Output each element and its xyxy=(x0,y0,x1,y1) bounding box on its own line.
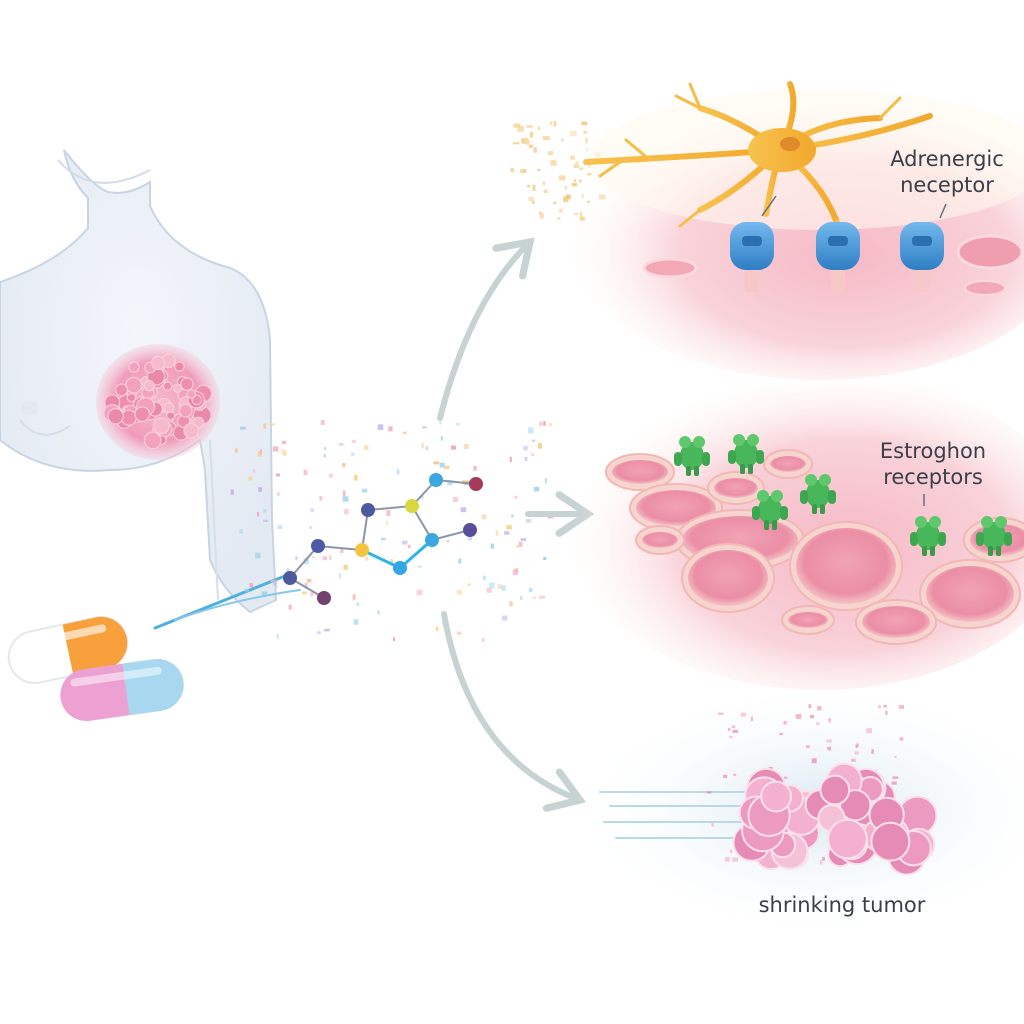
receptor-icon xyxy=(674,436,710,476)
pathway-arrows xyxy=(437,237,595,812)
label-line: receptors xyxy=(883,465,983,489)
label-line: Adrenergic xyxy=(890,147,1004,171)
receptor-icon xyxy=(816,222,860,292)
label-line: Estroghon xyxy=(879,439,987,463)
receptor-icon xyxy=(728,434,764,474)
estrogen-receptor-label: Estroghon receptors xyxy=(858,438,1008,490)
arrow-to-tumor xyxy=(441,611,587,812)
shrinking-tumor-panel xyxy=(590,690,1024,930)
label-line: neceptor xyxy=(900,173,994,197)
receptor-icon xyxy=(752,490,788,530)
receptor-icon xyxy=(800,474,836,514)
receptor-icon xyxy=(910,516,946,556)
neuron-icon xyxy=(583,81,933,234)
estrogen-panel xyxy=(570,370,1024,690)
arrow-to-adrenergic xyxy=(437,237,535,421)
molecule-icon xyxy=(283,473,483,605)
adrenergic-panel xyxy=(570,81,1024,380)
adrenergic-receptor-label: Adrenergic neceptor xyxy=(872,146,1022,198)
particle-spray xyxy=(230,420,554,642)
receptor-icon xyxy=(730,222,774,292)
receptor-icon xyxy=(976,516,1012,556)
capsule-icon xyxy=(7,615,184,722)
breast-tumor-icon xyxy=(96,344,220,460)
shrinking-tumor-label: shrinking tumor xyxy=(758,893,926,917)
tumor-icon xyxy=(732,762,938,876)
receptor-icon xyxy=(900,222,944,292)
